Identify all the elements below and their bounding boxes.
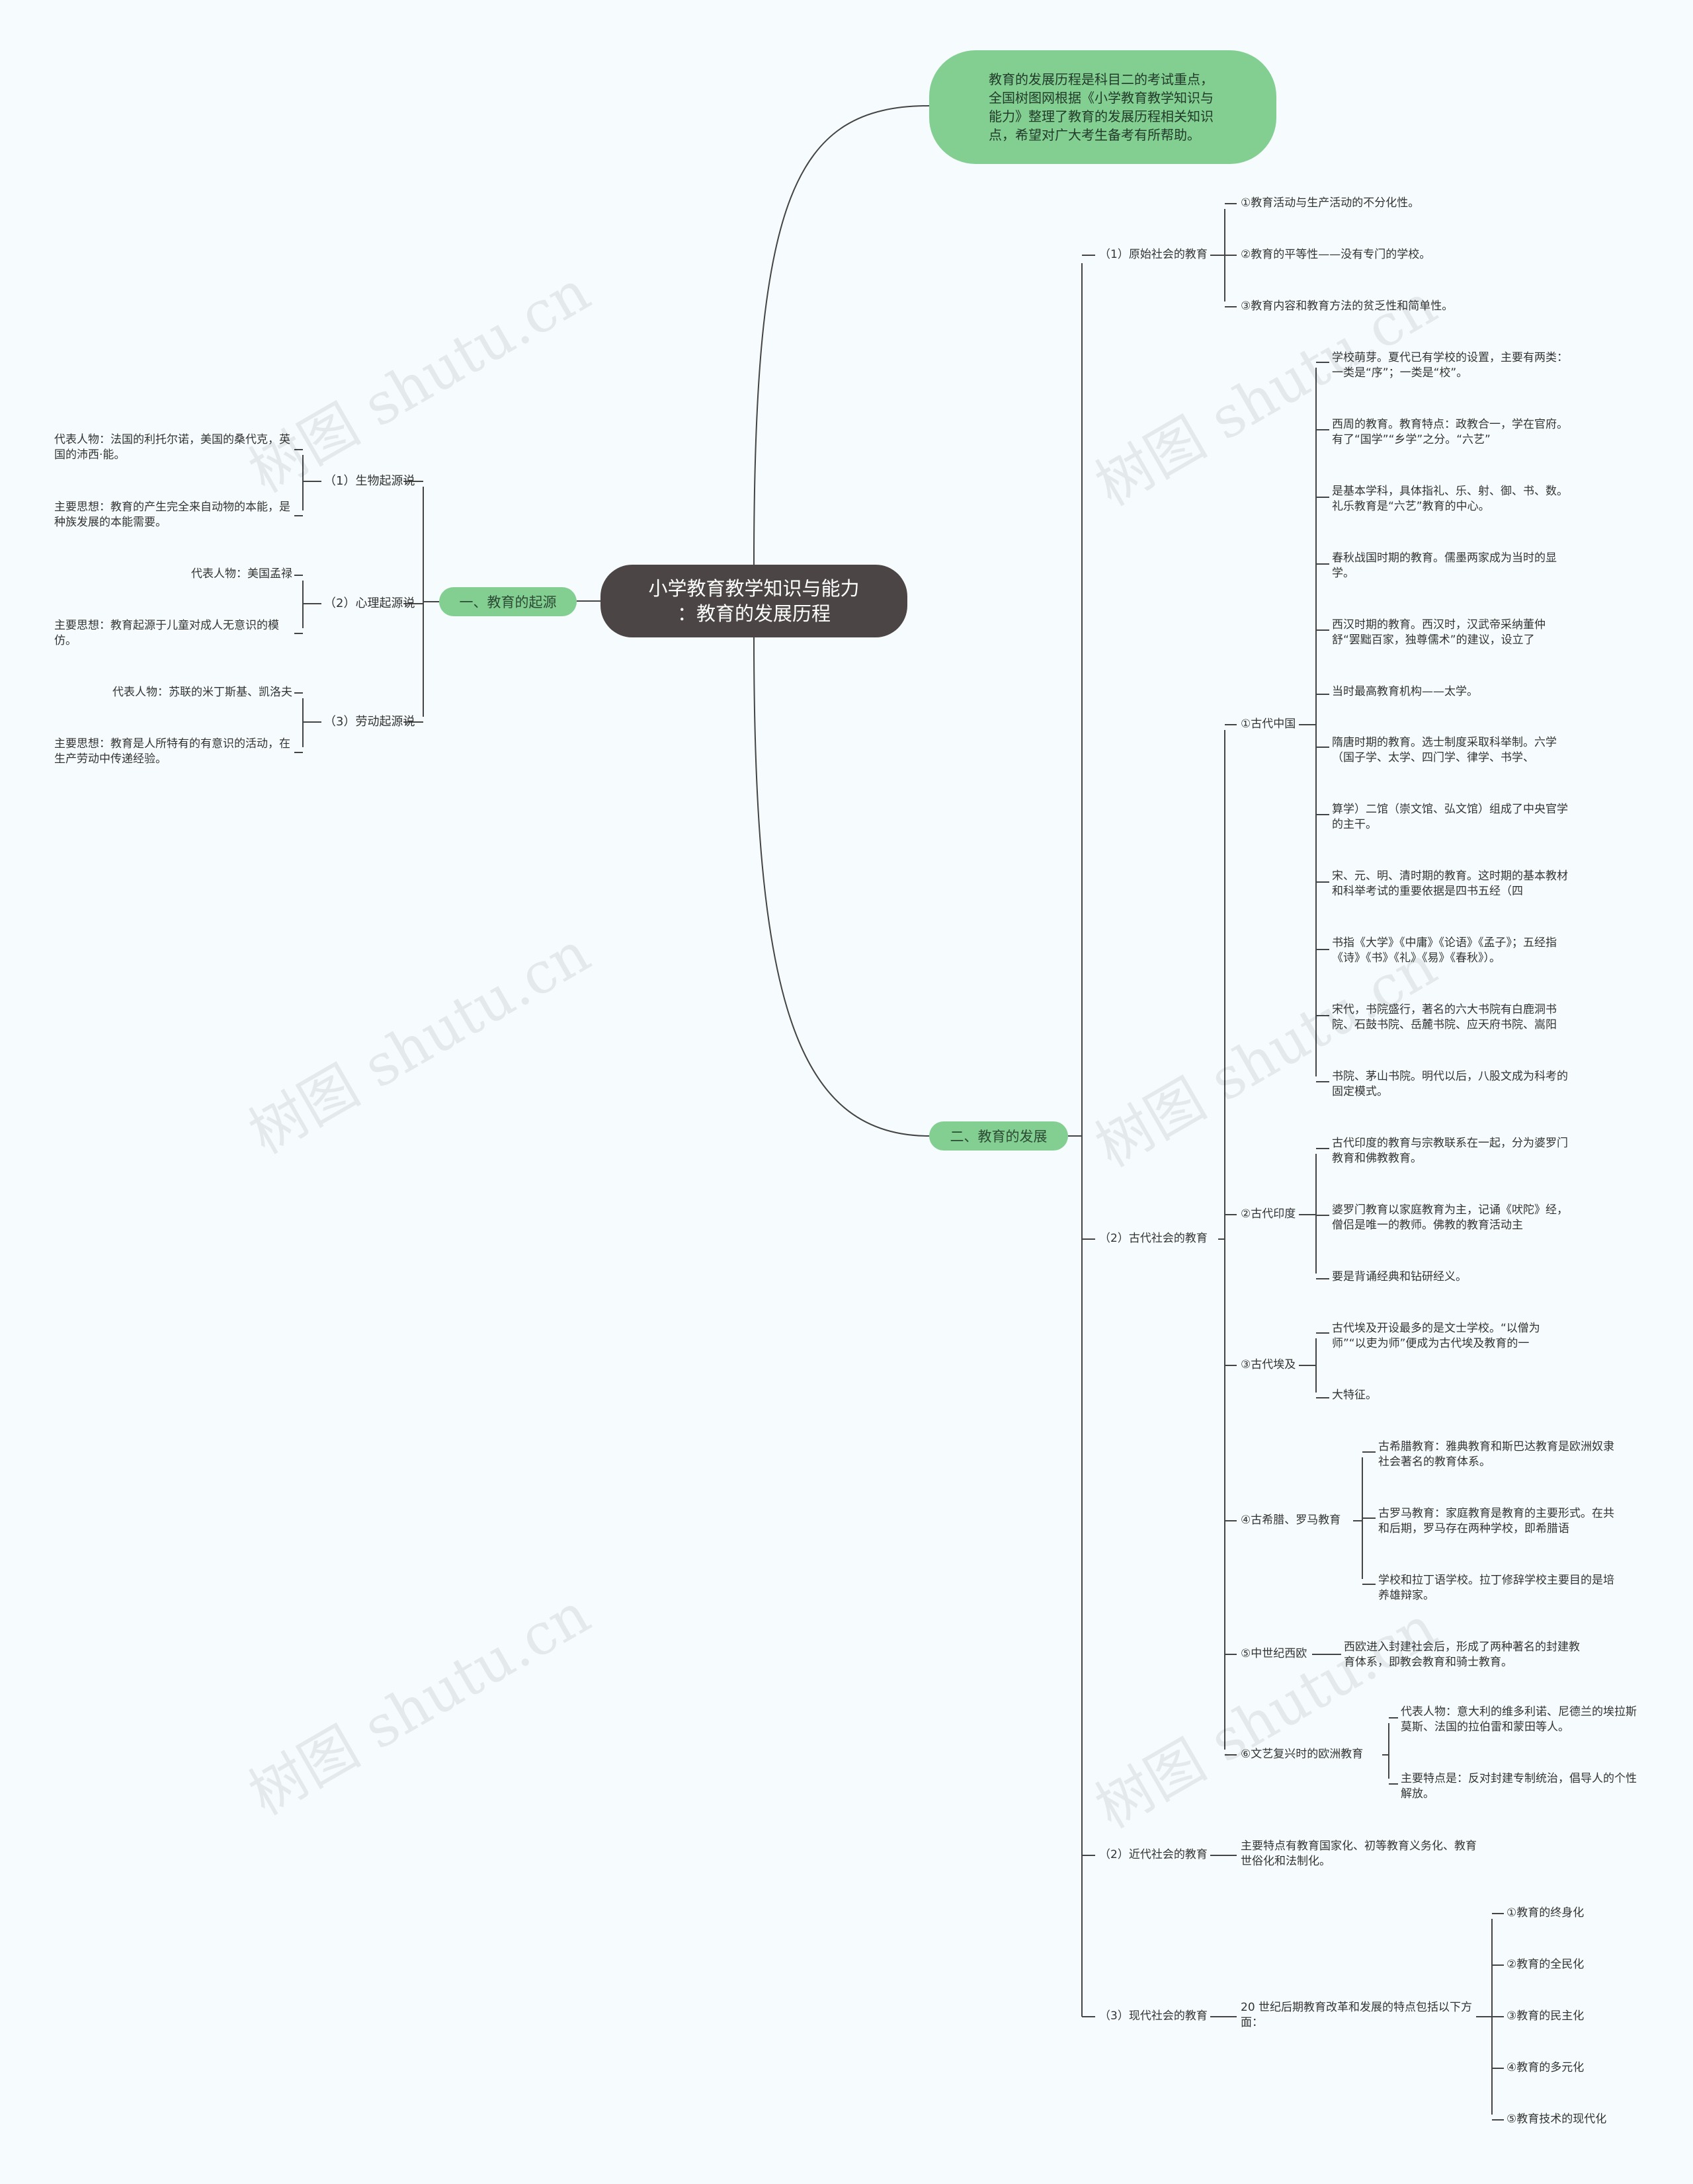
china-item: 书院、茅山书院。明代以后，八股文成为科考的固定模式。 xyxy=(1332,1070,1568,1098)
china-item: 春秋战国时期的教育。儒墨两家成为当时的显学。 xyxy=(1332,551,1557,580)
egypt-item: 大特征。 xyxy=(1332,1389,1377,1402)
root-title-line2: ：教育的发展历程 xyxy=(677,602,831,625)
india-item: 要是背诵经典和钻研经义。 xyxy=(1332,1270,1467,1283)
greece-rome-item: 古希腊教育：雅典教育和斯巴达教育是欧洲奴隶社会著名的教育体系。 xyxy=(1378,1440,1614,1469)
origin-node[interactable]: 一、教育的起源 xyxy=(439,587,577,616)
contemporary-item: ④教育的多元化 xyxy=(1507,2061,1585,2074)
root-node[interactable]: 小学教育教学知识与能力 ：教育的发展历程 xyxy=(600,565,907,637)
primitive-item: ③教育内容和教育方法的贫乏性和简单性。 xyxy=(1241,300,1454,313)
india-item: 古代印度的教育与宗教联系在一起，分为婆罗门教育和佛教教育。 xyxy=(1332,1137,1568,1165)
medieval-item: 西欧进入封建社会后，形成了两种著名的封建教育体系，即教会教育和骑士教育。 xyxy=(1344,1640,1580,1669)
theory-item: 代表人物：苏联的米丁斯基、凯洛夫 xyxy=(112,686,292,699)
greece-rome-item: 古罗马教育：家庭教育是教育的主要形式。在共和后期，罗马存在两种学校，即希腊语 xyxy=(1378,1507,1614,1535)
china-item: 西汉时期的教育。西汉时，汉武帝采纳董仲舒“罢黜百家，独尊儒术”的建议，设立了 xyxy=(1332,618,1546,647)
greece-rome-item: 学校和拉丁语学校。拉丁修辞学校主要目的是培养雄辩家。 xyxy=(1378,1574,1614,1602)
connector xyxy=(753,637,930,1137)
theory-item: 主要思想：教育是人所特有的有意识的活动，在生产劳动中传递经验。 xyxy=(54,737,290,766)
greece-rome-node[interactable]: ④古希腊、罗马教育 xyxy=(1241,1514,1341,1527)
contemporary-item: ⑤教育技术的现代化 xyxy=(1507,2113,1607,2126)
modern-node[interactable]: （2）近代社会的教育 xyxy=(1099,1848,1208,1861)
india-node[interactable]: ②古代印度 xyxy=(1241,1207,1296,1221)
medieval-node[interactable]: ⑤中世纪西欧 xyxy=(1241,1647,1307,1660)
china-item: 宋代，书院盛行，著名的六大书院有白鹿洞书院、石鼓书院、岳麓书院、应天府书院、嵩阳 xyxy=(1332,1003,1557,1031)
contemporary-intro: 20 世纪后期教育改革和发展的特点包括以下方面： xyxy=(1241,2001,1473,2029)
contemporary-item: ①教育的终身化 xyxy=(1507,1906,1585,1920)
contemporary-node[interactable]: （3）现代社会的教育 xyxy=(1099,2009,1208,2023)
contemporary-item: ②教育的全民化 xyxy=(1507,1958,1585,1971)
china-item: 宋、元、明、清时期的教育。这时期的基本教材和科举考试的重要依据是四书五经（四 xyxy=(1332,870,1568,898)
egypt-item: 古代埃及开设最多的是文士学校。“以僧为师”“以吏为师”便成为古代埃及教育的一 xyxy=(1332,1322,1540,1350)
renaissance-node[interactable]: ⑥文艺复兴时的欧洲教育 xyxy=(1241,1748,1364,1761)
china-item: 算学）二馆（崇文馆、弘文馆）组成了中央官学的主干。 xyxy=(1332,803,1568,831)
egypt-node[interactable]: ③古代埃及 xyxy=(1241,1358,1296,1371)
root-title-line1: 小学教育教学知识与能力 xyxy=(648,577,860,600)
theory-psychological[interactable]: （2）心理起源说 xyxy=(324,596,415,610)
modern-item: 主要特点有教育国家化、初等教育义务化、教育世俗化和法制化。 xyxy=(1241,1840,1477,1868)
china-item: 隋唐时期的教育。选士制度采取科举制。六学（国子学、太学、四门学、律学、书学、 xyxy=(1332,736,1557,764)
primitive-item: ②教育的平等性——没有专门的学校。 xyxy=(1241,248,1431,261)
china-node[interactable]: ①古代中国 xyxy=(1241,717,1296,731)
india-item: 婆罗门教育以家庭教育为主，记诵《吠陀》经，僧侣是唯一的教师。佛教的教育活动主 xyxy=(1332,1203,1568,1232)
china-item: 学校萌芽。夏代已有学校的设置，主要有两类：一类是“序”；一类是“校”。 xyxy=(1332,351,1568,380)
renaissance-item: 主要特点是：反对封建专制统治，倡导人的个性解放。 xyxy=(1401,1772,1637,1800)
primitive-node[interactable]: （1）原始社会的教育 xyxy=(1099,248,1208,261)
intro-text: 教育的发展历程是科目二的考试重点，全国树图网根据《小学教育教学知识与能力》整理了… xyxy=(989,71,1214,143)
theory-item: 主要思想：教育起源于儿童对成人无意识的模仿。 xyxy=(54,619,279,647)
connector xyxy=(753,105,930,565)
china-item: 是基本学科，具体指礼、乐、射、御、书、数。礼乐教育是“六艺”教育的中心。 xyxy=(1332,485,1568,513)
contemporary-item: ③教育的民主化 xyxy=(1507,2009,1585,2023)
renaissance-item: 代表人物：意大利的维多利诺、尼德兰的埃拉斯莫斯、法国的拉伯雷和蒙田等人。 xyxy=(1401,1705,1637,1734)
theory-biological[interactable]: （1）生物起源说 xyxy=(324,474,415,488)
china-item: 当时最高教育机构——太学。 xyxy=(1332,685,1478,698)
development-node[interactable]: 二、教育的发展 xyxy=(929,1121,1068,1151)
theory-item: 主要思想：教育的产生完全来自动物的本能，是种族发展的本能需要。 xyxy=(54,501,290,529)
theory-item: 代表人物：法国的利托尔诺，美国的桑代克，英国的沛西·能。 xyxy=(54,433,290,462)
primitive-item: ①教育活动与生产活动的不分化性。 xyxy=(1241,196,1420,210)
china-item: 西周的教育。教育特点：政教合一，学在官府。有了“国学”“乡学”之分。“六艺” xyxy=(1332,418,1568,446)
theory-item: 代表人物：美国孟禄 xyxy=(191,567,292,581)
intro-node[interactable]: 教育的发展历程是科目二的考试重点，全国树图网根据《小学教育教学知识与能力》整理了… xyxy=(929,50,1276,164)
china-item: 书指《大学》《中庸》《论语》《孟子》；五经指《诗》《书》《礼》《易》《春秋》）。 xyxy=(1332,936,1557,965)
theory-labor[interactable]: （3）劳动起源说 xyxy=(324,715,415,729)
ancient-node[interactable]: （2）古代社会的教育 xyxy=(1099,1232,1208,1245)
